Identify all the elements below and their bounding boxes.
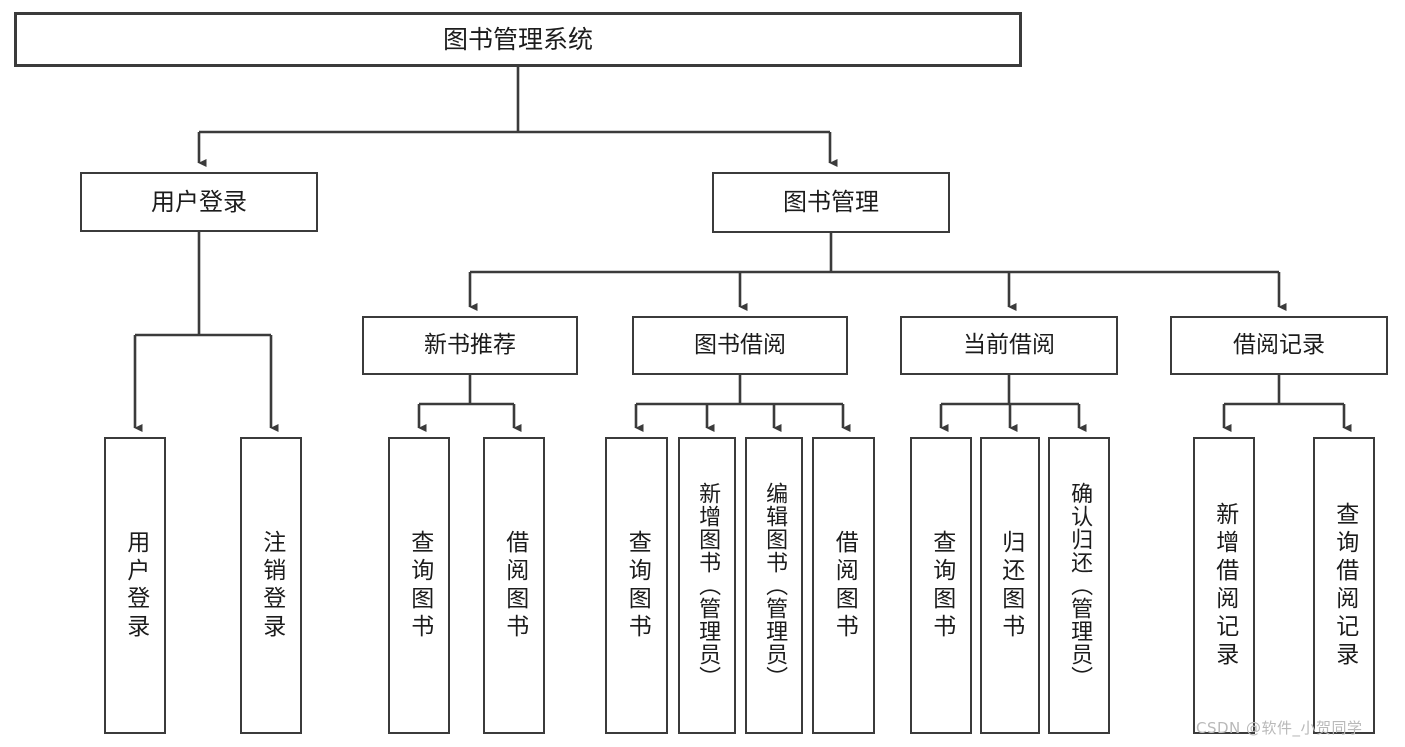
node-label: 图书借阅 <box>694 331 786 358</box>
node-root-title[interactable]: 图书管理系统 <box>14 12 1022 67</box>
node-borrow-book-recommend[interactable]: 借阅图书 <box>483 437 545 734</box>
node-query-book-recommend[interactable]: 查询图书 <box>388 437 450 734</box>
node-label: 用户登录 <box>122 529 149 642</box>
node-query-borrow-record[interactable]: 查询借阅记录 <box>1313 437 1375 734</box>
node-label: 新增图书（管理员） <box>695 482 721 689</box>
node-return-book-current[interactable]: 归还图书 <box>980 437 1040 734</box>
node-label: 借阅图书 <box>501 529 528 642</box>
node-edit-book-admin[interactable]: 编辑图书（管理员） <box>745 437 803 734</box>
node-logout-login-leaf[interactable]: 注销登录 <box>240 437 302 734</box>
node-user-login-leaf[interactable]: 用户登录 <box>104 437 166 734</box>
node-label: 借阅记录 <box>1233 331 1325 358</box>
node-add-book-admin[interactable]: 新增图书（管理员） <box>678 437 736 734</box>
node-label: 图书管理 <box>783 188 879 217</box>
node-label: 注销登录 <box>258 529 285 642</box>
node-current-borrow[interactable]: 当前借阅 <box>900 316 1118 375</box>
node-label: 确认归还（管理员） <box>1067 482 1093 689</box>
node-label: 借阅图书 <box>831 529 858 642</box>
node-label: 新增借阅记录 <box>1211 501 1238 670</box>
node-user-login[interactable]: 用户登录 <box>80 172 318 232</box>
node-add-borrow-record[interactable]: 新增借阅记录 <box>1193 437 1255 734</box>
node-label: 新书推荐 <box>424 331 516 358</box>
node-query-book-borrow[interactable]: 查询图书 <box>605 437 668 734</box>
node-label: 图书管理系统 <box>442 24 593 54</box>
node-label: 查询图书 <box>406 529 433 642</box>
csdn-watermark: CSDN @软件_小贺同学 <box>1196 719 1363 737</box>
node-label: 查询图书 <box>624 529 651 642</box>
node-confirm-return-admin[interactable]: 确认归还（管理员） <box>1048 437 1110 734</box>
node-borrow-book-borrow[interactable]: 借阅图书 <box>812 437 875 734</box>
node-label: 查询借阅记录 <box>1331 501 1358 670</box>
node-label: 归还图书 <box>997 529 1024 642</box>
node-label: 查询图书 <box>928 529 955 642</box>
node-label: 当前借阅 <box>963 331 1055 358</box>
node-book-borrow[interactable]: 图书借阅 <box>632 316 848 375</box>
node-new-book-recommend[interactable]: 新书推荐 <box>362 316 578 375</box>
node-book-management[interactable]: 图书管理 <box>712 172 950 233</box>
node-query-book-current[interactable]: 查询图书 <box>910 437 972 734</box>
node-borrow-record[interactable]: 借阅记录 <box>1170 316 1388 375</box>
node-label: 用户登录 <box>151 187 247 216</box>
node-label: 编辑图书（管理员） <box>762 482 788 689</box>
